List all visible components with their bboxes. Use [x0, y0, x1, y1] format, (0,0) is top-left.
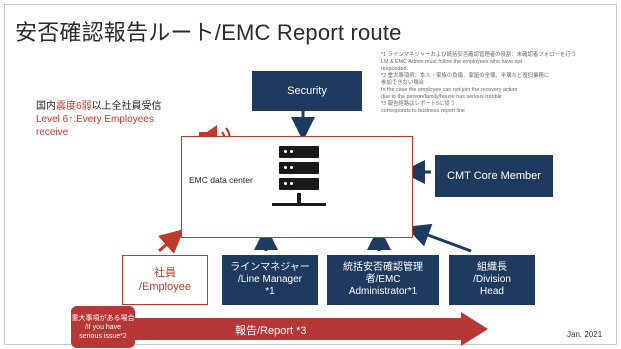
page-title: 安否確認報告ルート/EMC Report route — [15, 20, 402, 45]
connector-arrows — [158, 107, 472, 254]
report-label: 報告/Report *3 — [235, 325, 307, 337]
division-head-node: 組織長 /Division Head — [449, 255, 535, 305]
receive-jp-prefix: 国内 — [36, 101, 56, 112]
receive-en-line2: receive — [36, 127, 69, 138]
report-arrow — [109, 312, 488, 346]
footnotes: *1 ラインマネジャーおよび統括安否確認管理者の役割：未確認者フォローを行う L… — [381, 52, 576, 114]
receive-note: 国内震度6弱以上全社員受信 Level 6↑:Every Employees r… — [36, 100, 162, 139]
employee-node: 社員 /Employee — [122, 255, 208, 305]
date-label: Jan. 2021 — [567, 330, 603, 339]
emc-administrator-node: 統括安否確認管理 者/EMC Administrator*1 — [327, 255, 439, 305]
emc-data-center: EMC data center — [181, 136, 413, 238]
arrow-employee-to-dc — [158, 229, 185, 254]
receive-jp-highlight: 震度6弱 — [56, 101, 92, 112]
cmt-core-member-node: CMT Core Member — [435, 155, 553, 197]
line-manager-node: ラインマネジャー /Line Manager *1 — [222, 255, 318, 305]
security-node: Security — [252, 71, 362, 111]
receive-en-line1: Level 6↑:Every Employees — [36, 114, 154, 125]
receive-jp-suffix: 以上全社員受信 — [91, 101, 162, 112]
arrow-division-to-dc — [405, 223, 472, 253]
slide: 安否確認報告ルート/EMC Report route *1 ラインマネジャーおよ… — [4, 4, 617, 348]
serious-issue-box: 重大事項がある場合 /If you have serious issue*2 — [71, 306, 135, 348]
data-center-label: EMC data center — [189, 175, 253, 185]
